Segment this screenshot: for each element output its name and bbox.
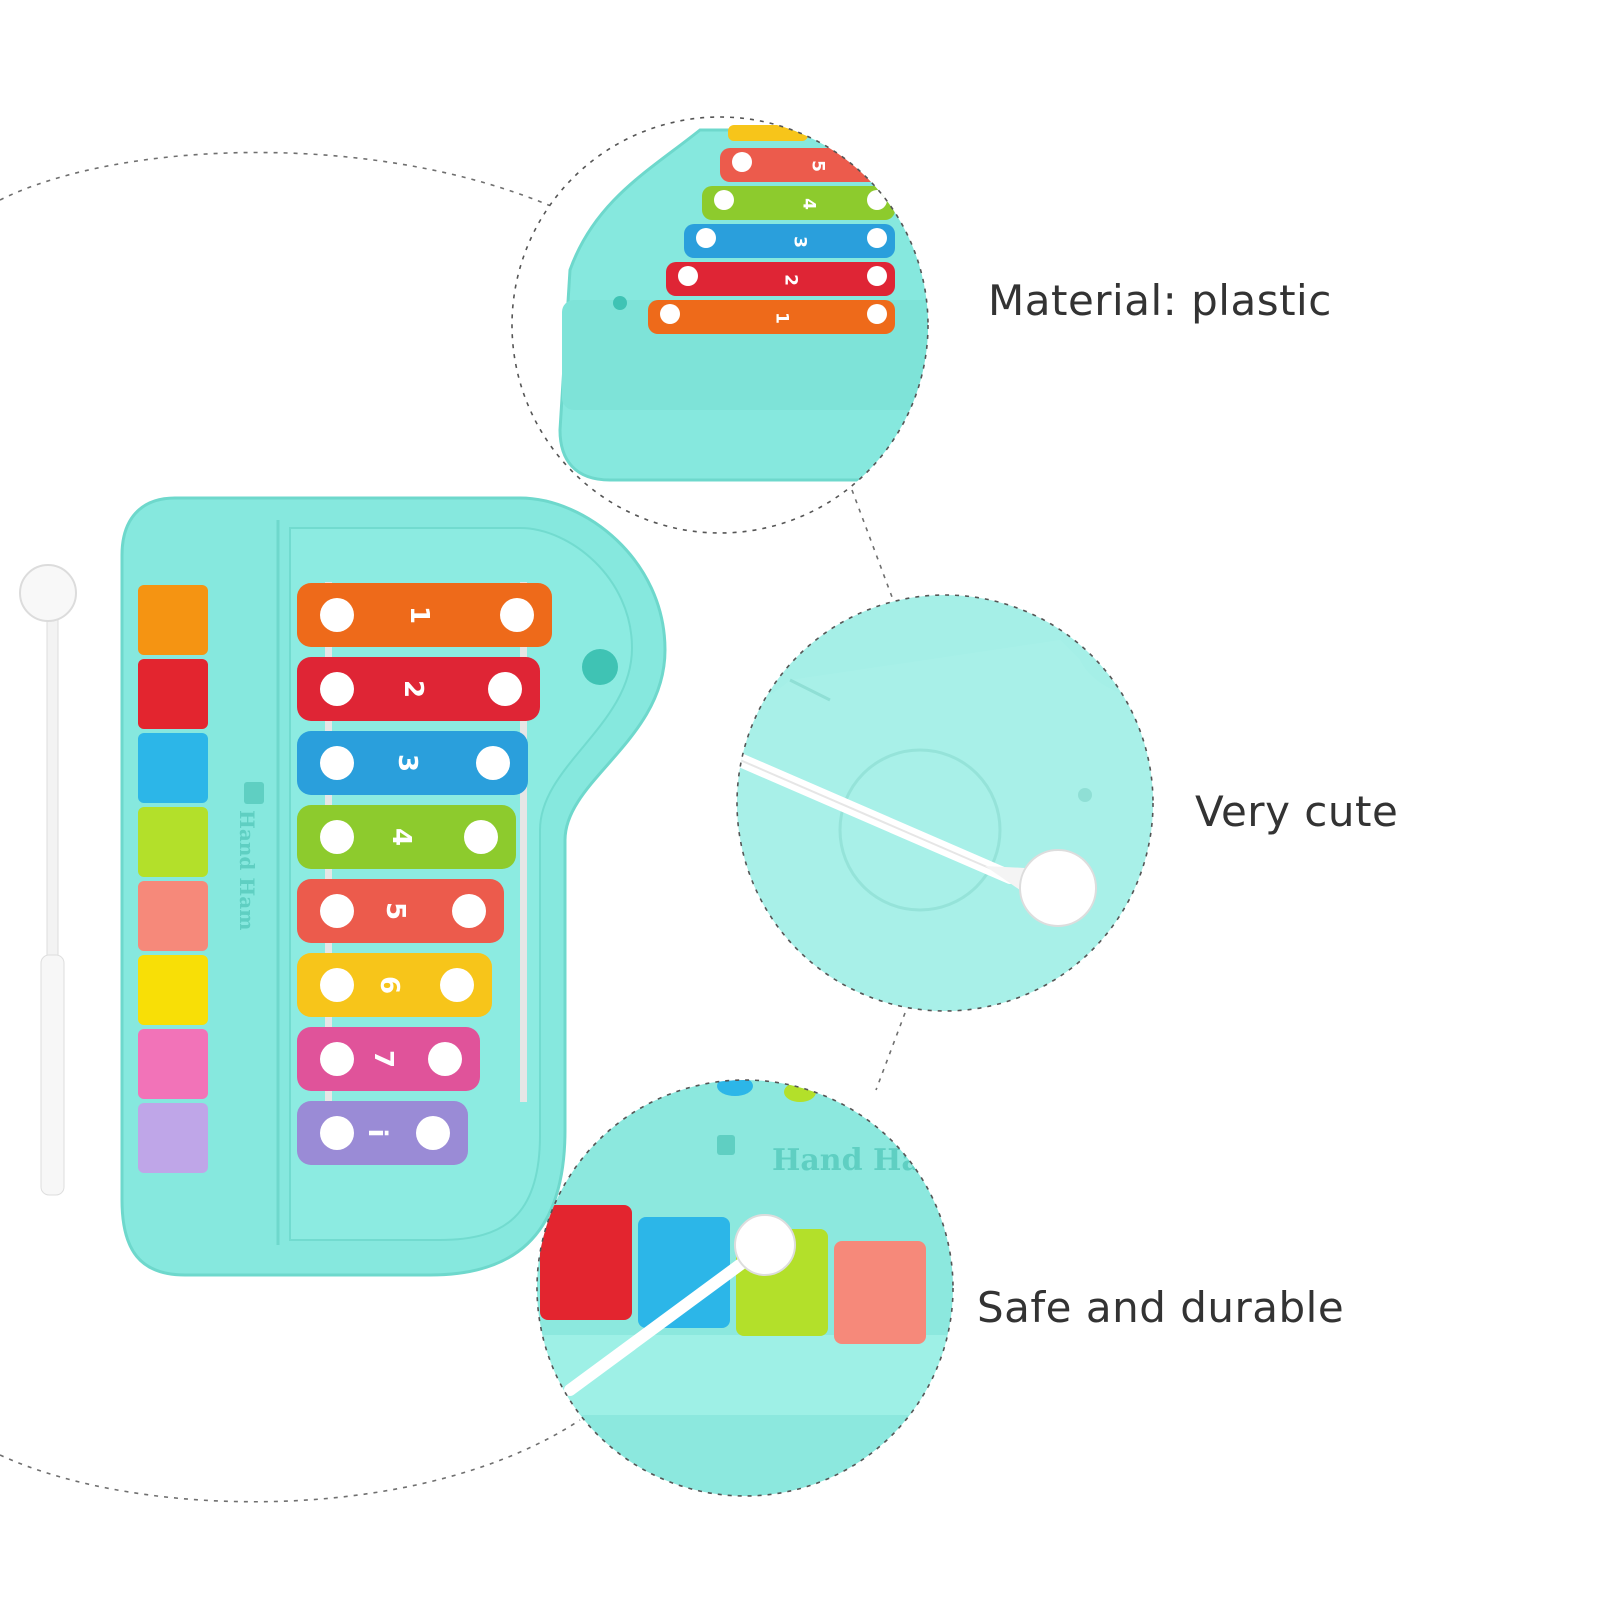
zoom-top: 5 4 3 2 1 [511, 116, 929, 534]
piano-key[interactable] [138, 659, 208, 729]
bar-number: 7 [368, 1050, 398, 1068]
xylophone-bar[interactable]: 6 [297, 953, 492, 1017]
xylophone-bar[interactable]: 3 [297, 731, 528, 795]
zoom-bar-number: 1 [772, 312, 792, 324]
zoom-key [834, 1241, 926, 1344]
zoom-bar: 4 [702, 186, 895, 220]
feature-material-label: Material: plastic [988, 276, 1332, 325]
bar-number: 1 [404, 606, 434, 624]
bar-number: 3 [392, 754, 422, 772]
zoom-bottom: Hand Ham [536, 1079, 954, 1497]
zoom-bar-number: 3 [790, 236, 810, 248]
feature-cute-label: Very cute [1195, 787, 1399, 836]
zoom-bar-number: 5 [808, 160, 828, 172]
zoom-bar-number: 4 [799, 198, 819, 210]
piano-key[interactable] [138, 881, 208, 951]
piano-key[interactable] [138, 955, 208, 1025]
xylophone-bar[interactable]: 7 [297, 1027, 480, 1091]
xylophone-bar[interactable]: 5 [297, 879, 504, 943]
bar-number: 2 [398, 680, 428, 698]
zoom-bar: 1 [648, 300, 895, 334]
zoom-middle [736, 594, 1154, 1012]
mallet-hole [582, 649, 618, 685]
zoom-bar: 2 [666, 262, 895, 296]
zoom-key [540, 1205, 632, 1320]
bar-number: i [362, 1129, 392, 1138]
mallet [19, 564, 77, 1196]
brand-text: Hand Ham [235, 810, 259, 930]
zoom-bar: 3 [684, 224, 895, 258]
piano-key[interactable] [138, 1029, 208, 1099]
dashed-outline [0, 151, 906, 1503]
bar-number: 4 [386, 828, 416, 846]
piano-key[interactable] [138, 585, 208, 655]
feature-safe-label: Safe and durable [977, 1283, 1345, 1332]
xylophone-bar[interactable]: 4 [297, 805, 516, 869]
bar-number: 6 [374, 976, 404, 994]
zoom-bar-number: 2 [781, 274, 801, 286]
piano-keys [138, 585, 208, 1173]
zoom-brand-text: Hand Ham [772, 1143, 953, 1178]
piano-key[interactable] [138, 1103, 208, 1173]
zoom-bar: 5 [720, 148, 895, 182]
bar-number: 5 [380, 902, 410, 920]
xylophone-bar[interactable]: 1 [297, 583, 552, 647]
xylophone-toy: Hand Ham 1 2 3 4 5 6 7 i [19, 496, 667, 1277]
zoom-key [638, 1217, 730, 1328]
xylophone-bars: 1 2 3 4 5 6 7 i [297, 583, 552, 1165]
xylophone-bar[interactable]: 2 [297, 657, 540, 721]
piano-key[interactable] [138, 733, 208, 803]
piano-key[interactable] [138, 807, 208, 877]
xylophone-bar[interactable]: i [297, 1101, 468, 1165]
